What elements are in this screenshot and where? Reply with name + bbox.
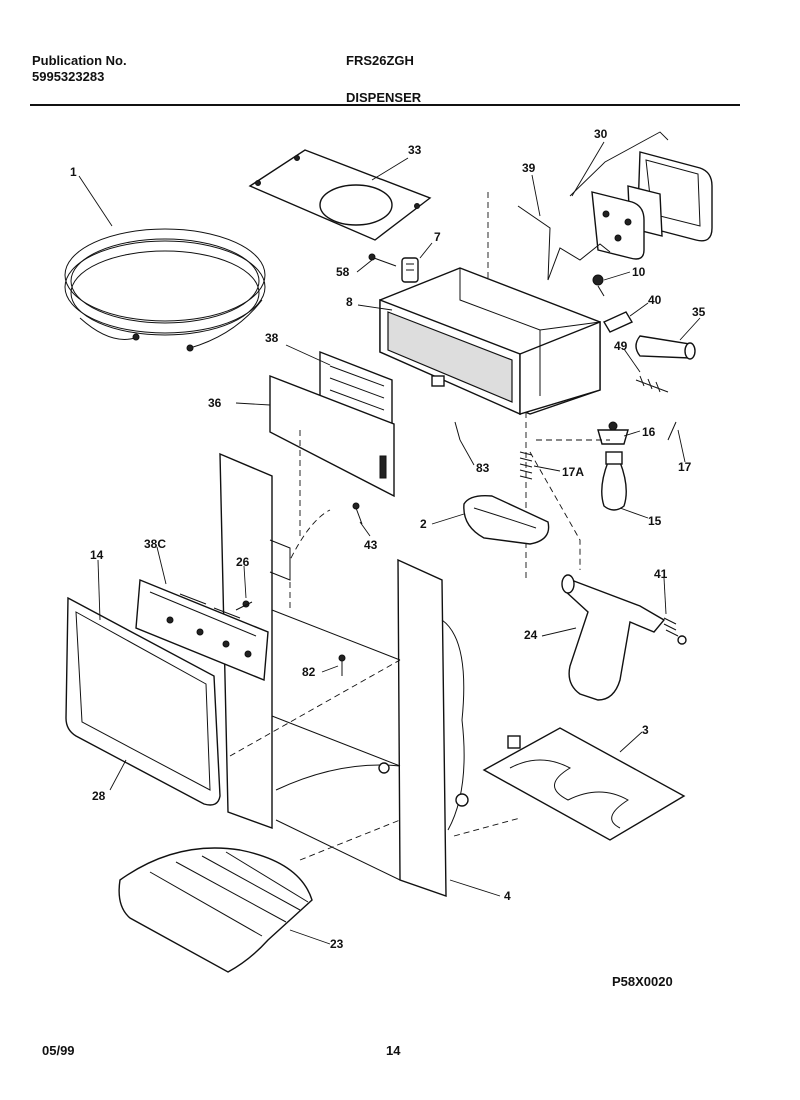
model-number: FRS26ZGH xyxy=(346,53,414,68)
callout-33: 33 xyxy=(408,143,422,157)
publication-label: Publication No. xyxy=(32,53,127,68)
part-8-housing xyxy=(379,267,601,416)
callout-39: 39 xyxy=(522,161,536,175)
callout-1: 1 xyxy=(70,165,77,179)
part-33-top-plate xyxy=(248,149,432,241)
callout-30: 30 xyxy=(594,127,608,141)
callout-58: 58 xyxy=(336,265,350,279)
callout-3: 3 xyxy=(642,723,649,737)
part-16-socket xyxy=(597,421,629,445)
part-17A-spring xyxy=(519,412,533,580)
callout-17A: 17A xyxy=(562,465,584,479)
callout-23: 23 xyxy=(330,937,344,951)
part-1-tubing-coil xyxy=(64,228,266,352)
callout-35: 35 xyxy=(692,305,706,319)
assembly-guide-lines xyxy=(229,430,610,861)
callout-38: 38 xyxy=(265,331,279,345)
part-24-paddle xyxy=(561,574,666,701)
callout-26: 26 xyxy=(236,555,250,569)
callout-7: 7 xyxy=(434,230,441,244)
part-82-fastener xyxy=(338,654,346,676)
header-rule xyxy=(30,104,740,106)
callout-49: 49 xyxy=(614,339,628,353)
callout-38C: 38C xyxy=(144,537,166,551)
part-40-bushing xyxy=(602,311,634,333)
callout-16: 16 xyxy=(642,425,656,439)
part-17-screw xyxy=(667,421,677,441)
callout-8: 8 xyxy=(346,295,353,309)
diagram-code: P58X0020 xyxy=(612,974,673,989)
part-83-screw xyxy=(454,421,461,441)
leader-lines xyxy=(78,141,701,945)
part-35-solenoid xyxy=(635,335,696,360)
section-title: DISPENSER xyxy=(346,90,422,105)
callout-36: 36 xyxy=(208,396,222,410)
callout-15: 15 xyxy=(648,514,662,528)
part-23-drip-tray xyxy=(118,847,313,973)
callout-17: 17 xyxy=(678,460,692,474)
part-10-pin xyxy=(592,274,605,297)
part-26-screw xyxy=(235,600,253,611)
part-3-heater xyxy=(482,727,686,841)
part-4-frame xyxy=(271,558,469,897)
part-30-cover xyxy=(569,131,713,260)
part-15-bulb xyxy=(601,451,627,511)
callout-4: 4 xyxy=(504,889,511,903)
publication-number: 5995323283 xyxy=(32,69,105,84)
callout-43: 43 xyxy=(364,538,378,552)
part-38C-control-panel xyxy=(135,578,269,682)
page-number: 14 xyxy=(386,1043,401,1058)
callout-2: 2 xyxy=(420,517,427,531)
part-43-screw xyxy=(352,502,363,525)
part-49-spring xyxy=(635,375,669,393)
part-14-display-frame xyxy=(65,596,221,806)
callout-82: 82 xyxy=(302,665,316,679)
callout-24: 24 xyxy=(524,628,538,642)
part-7-bracket xyxy=(401,257,419,283)
callout-28: 28 xyxy=(92,789,106,803)
footer-date: 05/99 xyxy=(42,1043,75,1058)
part-41-spring xyxy=(663,617,687,645)
part-36-control-board xyxy=(269,374,395,498)
callout-83: 83 xyxy=(476,461,490,475)
part-2-chute xyxy=(463,494,550,545)
callout-41: 41 xyxy=(654,567,668,581)
part-39-actuator-arm xyxy=(487,192,611,320)
callout-14: 14 xyxy=(90,548,104,562)
callout-10: 10 xyxy=(632,265,646,279)
part-58-screw xyxy=(368,253,397,267)
callout-labels: 1 33 30 39 7 58 10 8 40 35 38 49 36 16 1… xyxy=(70,127,706,951)
callout-40: 40 xyxy=(648,293,662,307)
